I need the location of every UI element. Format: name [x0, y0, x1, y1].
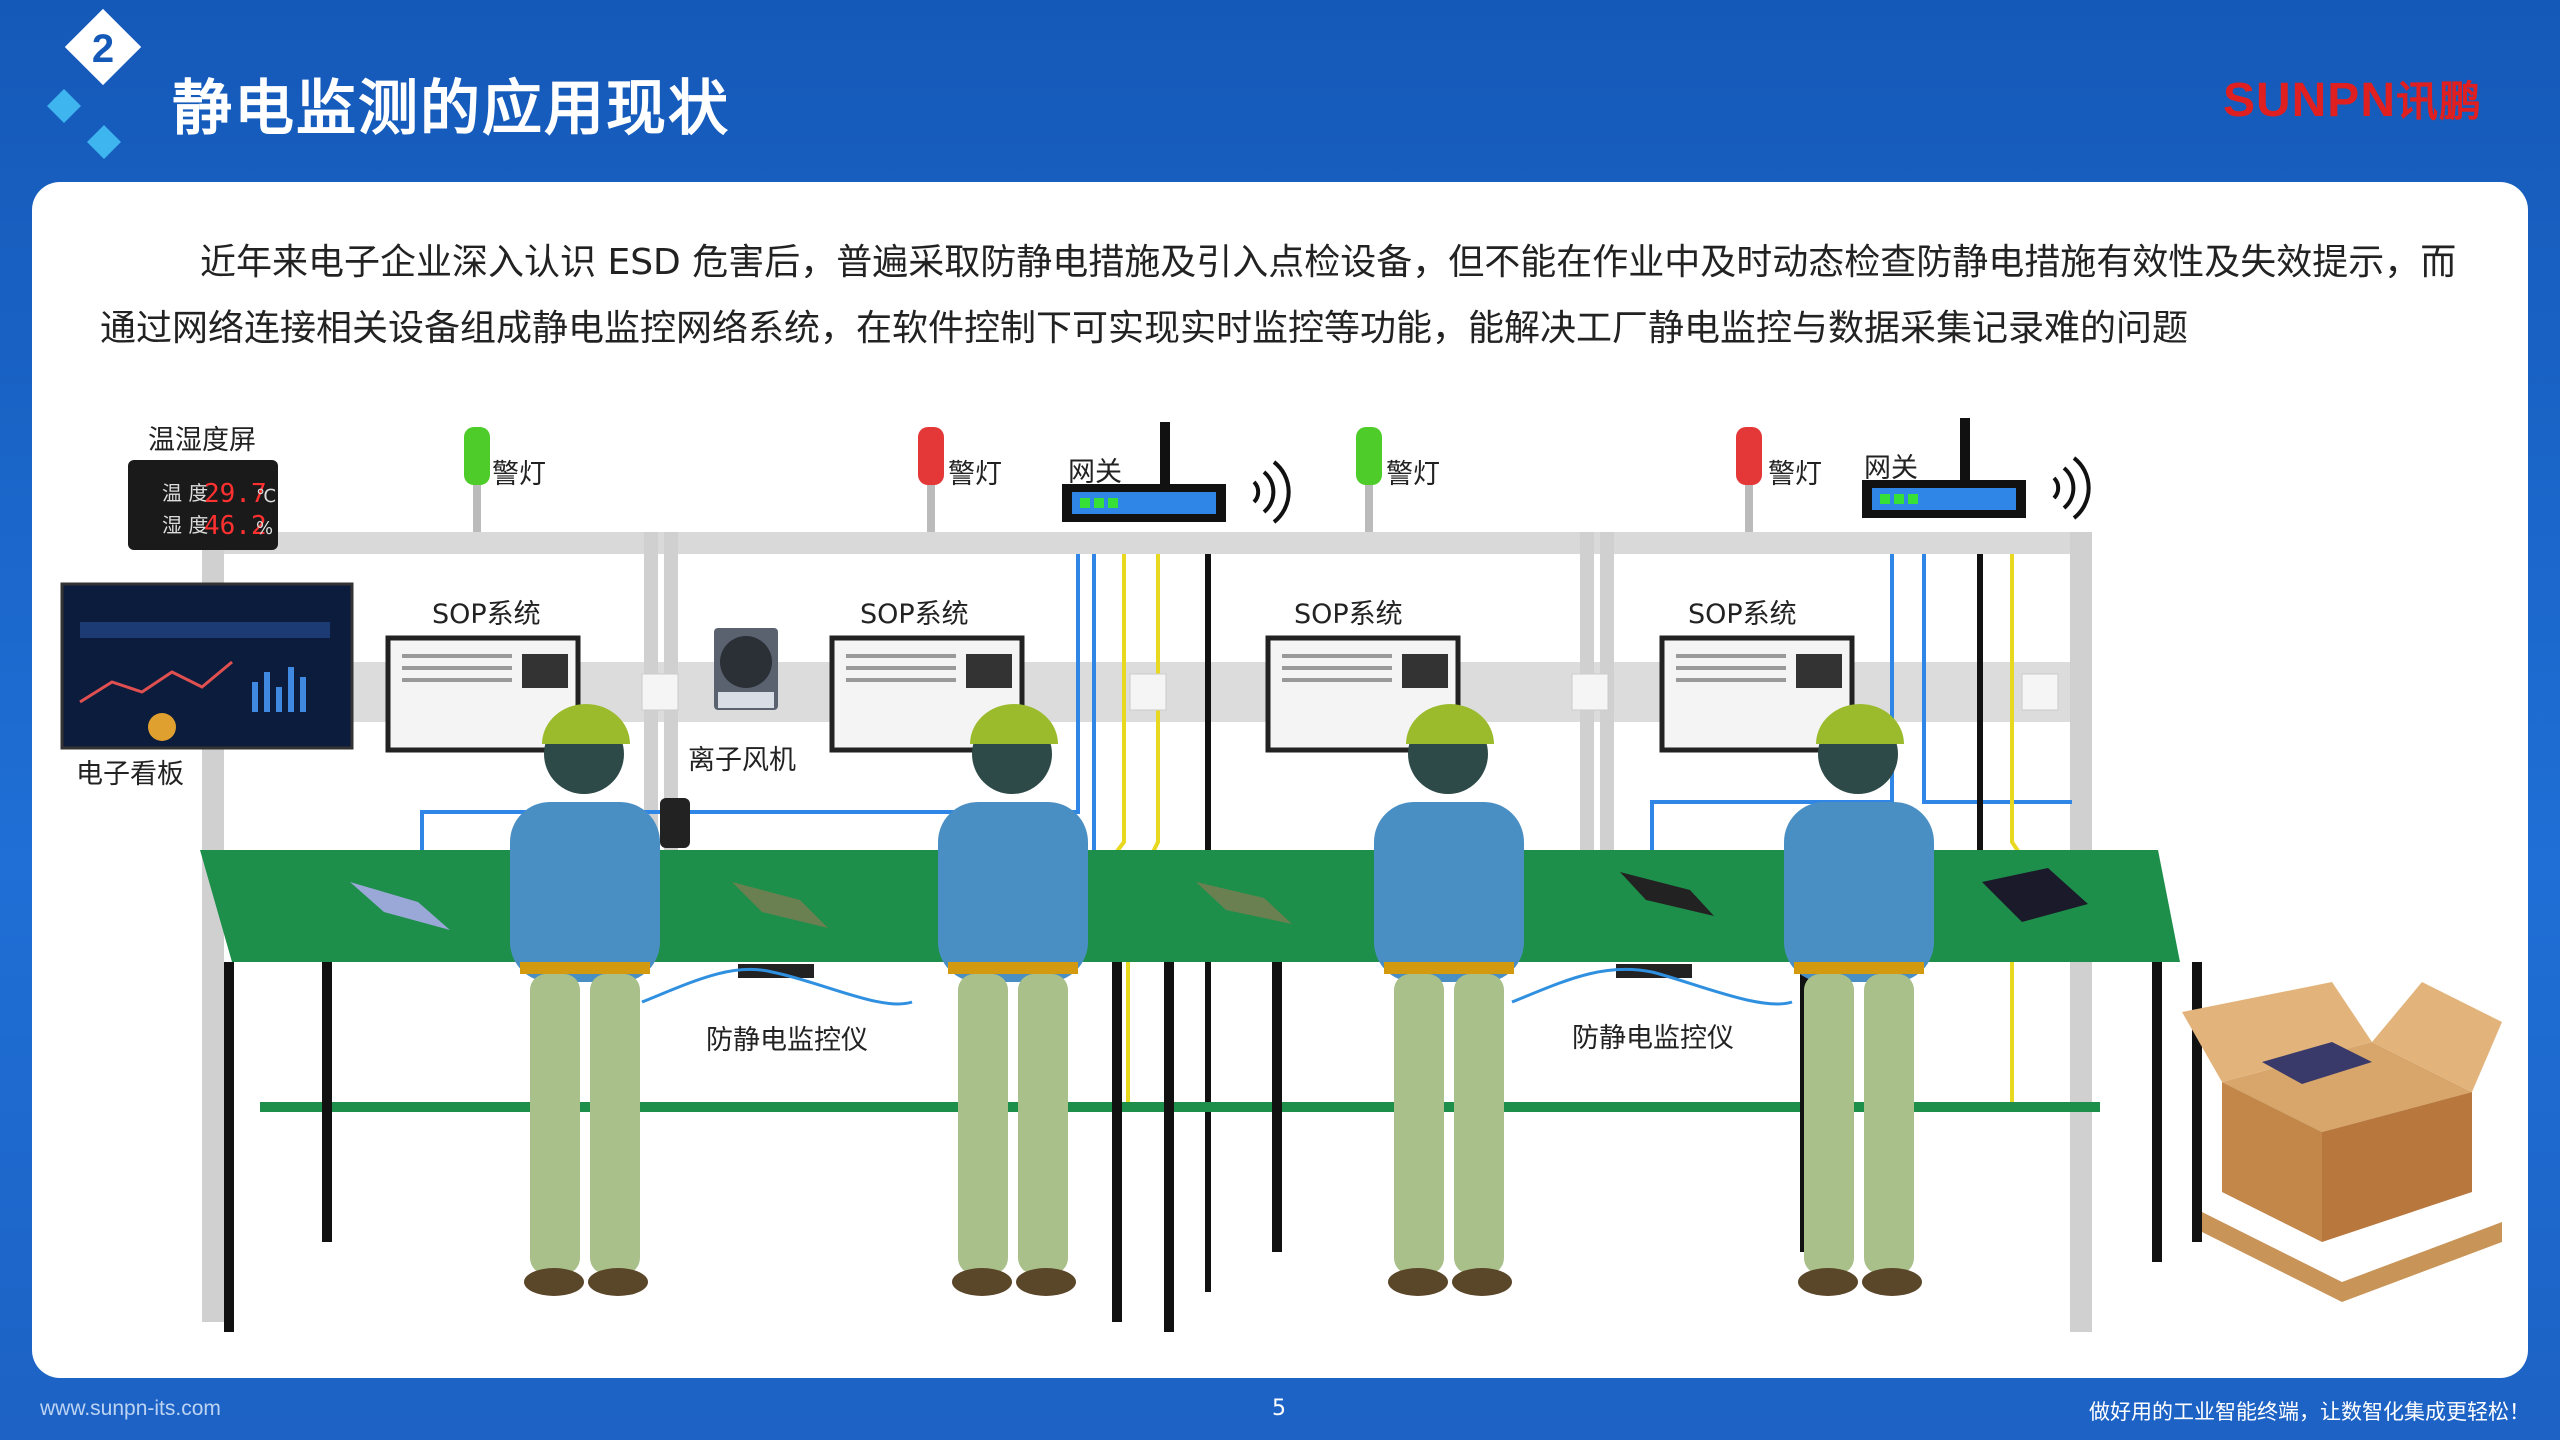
sop-label-3: SOP系统 — [1294, 599, 1403, 630]
footer-website[interactable]: www.sunpn-its.com — [40, 1397, 221, 1420]
worker-4 — [1784, 704, 1934, 1296]
monitor-label-1: 防静电监控仪 — [706, 1025, 868, 1056]
sop-label-2: SOP系统 — [860, 599, 969, 630]
badge-dot-bottom — [87, 125, 121, 159]
svg-text:%: % — [256, 518, 273, 539]
slide-header: 2 静电监测的应用现状 SUNPN讯鹏 — [0, 0, 2560, 180]
worker-2 — [938, 704, 1088, 1296]
page-number: 5 — [1272, 1396, 1286, 1421]
network-cables — [420, 554, 2072, 1292]
monitor-label-2: 防静电监控仪 — [1572, 1023, 1734, 1054]
monitor-box-1 — [738, 964, 814, 978]
brand-logo: SUNPN讯鹏 — [2223, 68, 2482, 129]
electronic-kanban — [60, 582, 354, 750]
warning-light-label-2: 警灯 — [948, 459, 1002, 490]
svg-text:湿 度: 湿 度 — [162, 513, 208, 537]
badge-diamond — [64, 8, 142, 86]
intro-paragraph: 近年来电子企业深入认识 ESD 危害后，普遍采取防静电措施及引入点检设备，但不能… — [100, 242, 2457, 349]
sop-label-4: SOP系统 — [1688, 599, 1797, 630]
temp-screen-label: 温湿度屏 — [148, 425, 256, 456]
gateway-label-1: 网关 — [1068, 457, 1122, 488]
warning-light-2 — [918, 427, 944, 532]
logo-cn: 讯鹏 — [2395, 77, 2482, 126]
workbench-top — [200, 850, 2180, 962]
ionizer-fan — [714, 628, 778, 710]
overhead-rail — [202, 532, 2092, 554]
worker-3 — [1374, 704, 1524, 1296]
page-title: 静电监测的应用现状 — [172, 74, 730, 144]
logo-en: SUNPN — [2222, 74, 2396, 127]
section-number: 2 — [92, 27, 114, 71]
shipping-box — [2182, 982, 2502, 1302]
svg-text:46.2: 46.2 — [204, 511, 267, 541]
badge-dot-left — [47, 89, 81, 123]
power-sockets — [641, 673, 2059, 711]
gateway-2 — [1862, 418, 2091, 520]
sop-label-1: SOP系统 — [432, 599, 541, 630]
warning-light-1 — [464, 427, 490, 532]
warning-light-label-3: 警灯 — [1386, 459, 1440, 490]
footer-slogan: 做好用的工业智能终端，让数智化集成更轻松！ — [2089, 1400, 2530, 1424]
svg-text:温 度: 温 度 — [162, 481, 208, 505]
gateway-label-2: 网关 — [1864, 453, 1918, 484]
workbench-footrail — [260, 1102, 2100, 1112]
warning-light-label-4: 警灯 — [1768, 459, 1822, 490]
ionizer-label: 离子风机 — [688, 745, 796, 776]
svg-text:29.7: 29.7 — [204, 479, 267, 509]
temp-humidity-screen: 温 度 29.7 ℃ 湿 度 46.2 % — [128, 460, 278, 550]
warning-light-label-1: 警灯 — [492, 459, 546, 490]
gateway-1 — [1062, 422, 1291, 524]
barcode-scanner-icon — [660, 798, 690, 848]
warning-light-3 — [1356, 427, 1382, 532]
content-card: 近年来电子企业深入认识 ESD 危害后，普遍采取防静电措施及引入点检设备，但不能… — [32, 182, 2528, 1378]
factory-diagram: 温 度 29.7 ℃ 湿 度 46.2 % — [60, 418, 2502, 1332]
table-devices — [350, 798, 2088, 1006]
svg-text:℃: ℃ — [256, 486, 276, 507]
section-badge: 2 — [47, 8, 142, 159]
kanban-label: 电子看板 — [76, 759, 184, 790]
worker-1 — [510, 704, 660, 1296]
warning-light-4 — [1736, 427, 1762, 532]
